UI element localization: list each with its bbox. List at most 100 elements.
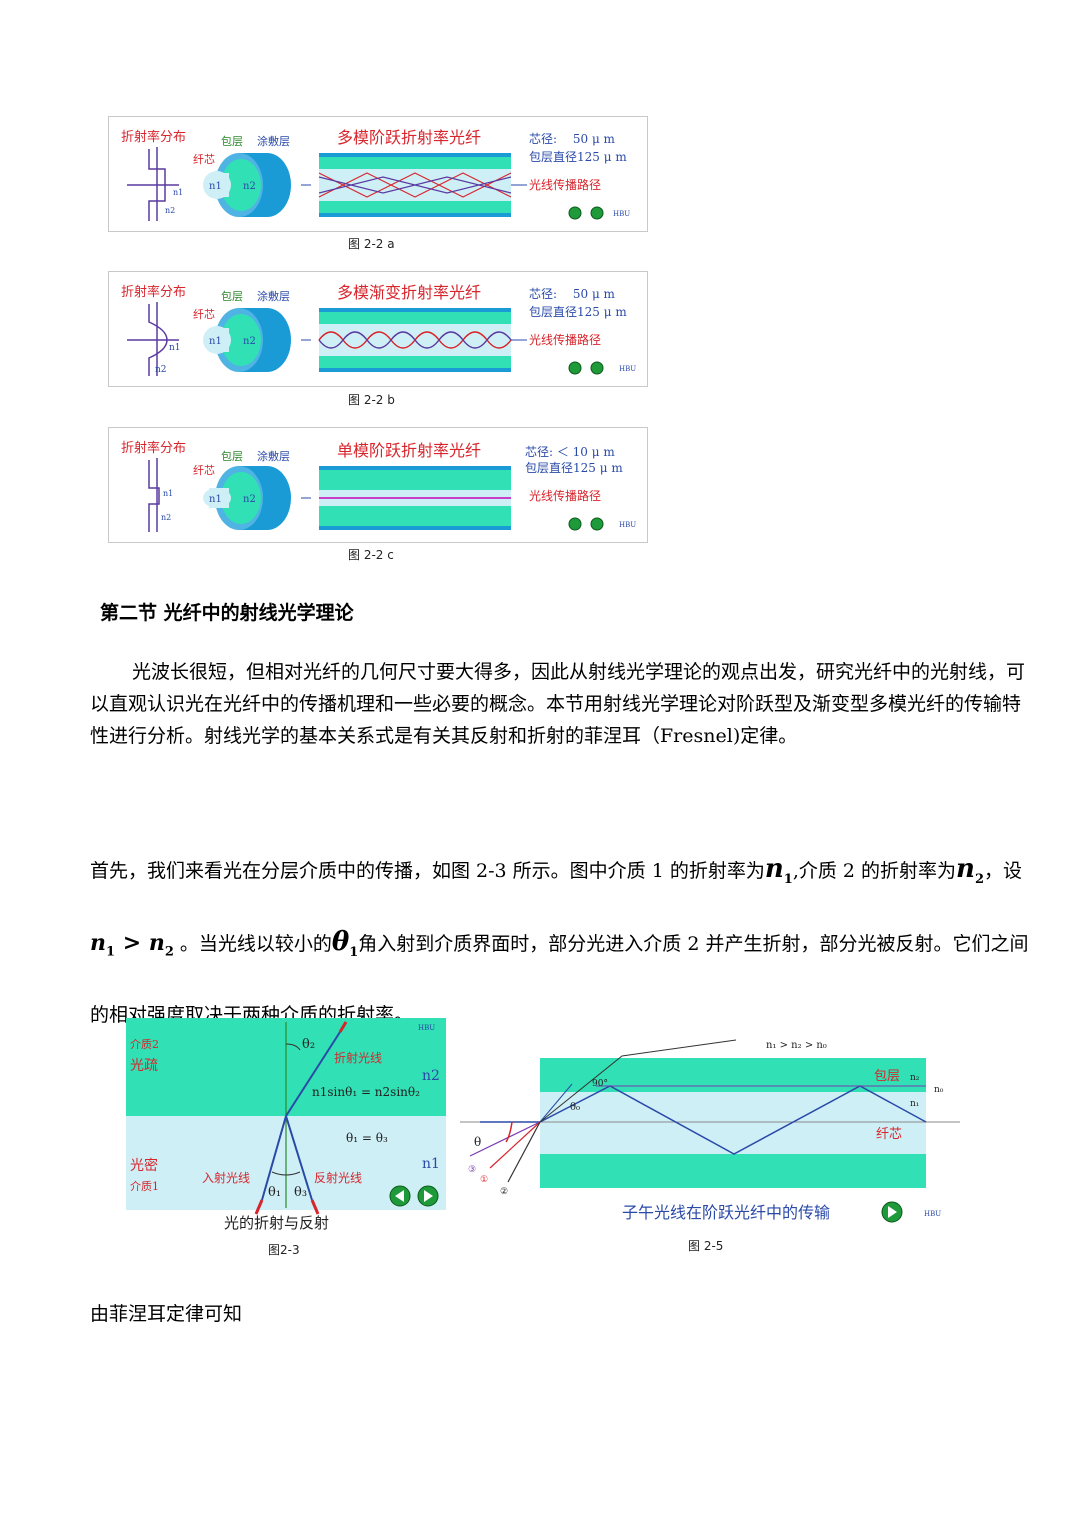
figure-caption: 图 2-2 c	[348, 548, 394, 562]
svg-text:n1: n1	[209, 181, 222, 192]
figure-2-3-graphic: HBU 介质2 光疏 光密 介质1 n2 n1 θ₂ 折射光线 n1sinθ₁ …	[126, 1018, 446, 1257]
path-label: 光线传播路径	[529, 177, 601, 192]
dense-label: 光密	[130, 1157, 158, 1174]
svg-text:θ₃: θ₃	[294, 1185, 307, 1200]
svg-text:n1: n1	[209, 336, 222, 347]
svg-text:n1: n1	[209, 494, 222, 505]
figure-caption: 图 2-2 b	[348, 393, 395, 407]
svg-text:n2: n2	[155, 365, 167, 375]
core-label: 纤芯	[876, 1127, 902, 1142]
core-label: 纤芯	[193, 463, 215, 477]
cladding-label: 包层	[221, 290, 243, 303]
svg-text:HBU: HBU	[418, 1024, 435, 1032]
coating-label: 涂敷层	[257, 449, 290, 463]
svg-text:HBU: HBU	[619, 365, 636, 373]
svg-text:HBU: HBU	[924, 1210, 941, 1218]
figure-2-3: HBU 介质2 光疏 光密 介质1 n2 n1 θ₂ 折射光线 n1sinθ₁ …	[126, 1018, 446, 1263]
math-n1: n1	[764, 854, 793, 888]
cladding-label: 包层	[221, 135, 243, 148]
svg-text:90°: 90°	[592, 1079, 608, 1089]
math-n2: n2	[956, 854, 984, 888]
cladding-diameter: 包层直径125 μ m	[525, 461, 623, 475]
next-arrow-icon	[424, 1190, 433, 1202]
svg-text:n1: n1	[173, 188, 183, 197]
figure-2-2c-graphic: 折射率分布 n1 n2 纤芯 包层 涂敷层 n1 n2 单模阶跃折射率光纤 芯径…	[121, 440, 636, 532]
prev-arrow-icon	[395, 1190, 404, 1202]
prev-button[interactable]	[568, 517, 582, 531]
cladding-diameter: 包层直径125 μ m	[529, 305, 627, 319]
figure-2-5: n₁ > n₂ > n₀ 包层 n₂ n₀ n₁ 纤芯 90° θ θ₀ ③ ①…	[460, 1026, 970, 1258]
svg-text:θ₀: θ₀	[570, 1102, 580, 1113]
svg-text:n1: n1	[169, 343, 181, 353]
coating-label: 涂敷层	[257, 289, 290, 303]
svg-text:n2: n2	[243, 336, 256, 347]
next-button[interactable]	[590, 206, 604, 220]
coating-label: 涂敷层	[257, 134, 290, 148]
math-n1-gt-n2: n1 > n2	[90, 930, 174, 960]
profile-label: 折射率分布	[121, 284, 186, 300]
figure-2-2a: 折射率分布 n1 n2 纤芯 包层 涂敷层 n1 n2 多模阶跃折射率光纤 芯径…	[108, 116, 648, 232]
final-line: 由菲涅耳定律可知	[90, 1303, 243, 1325]
figure-2-2c: 折射率分布 n1 n2 纤芯 包层 涂敷层 n1 n2 单模阶跃折射率光纤 芯径…	[108, 427, 648, 543]
figure-caption: 图 2-5	[688, 1239, 723, 1253]
medium1-label: 介质1	[130, 1180, 159, 1193]
prev-button[interactable]	[568, 361, 582, 375]
svg-text:θ: θ	[474, 1135, 481, 1149]
next-arrow-icon	[888, 1206, 897, 1218]
figure-title: 单模阶跃折射率光纤	[337, 441, 481, 460]
svg-text:θ₂: θ₂	[302, 1037, 315, 1052]
figure-2-2b: 折射率分布 n1 n2 纤芯 包层 涂敷层 n1 n2 多模渐变折射率光纤 芯径…	[108, 271, 648, 387]
figure-title: 子午光线在阶跃光纤中的传输	[622, 1203, 830, 1222]
prev-button[interactable]	[568, 206, 582, 220]
path-label: 光线传播路径	[529, 488, 601, 503]
figure-2-5-graphic: n₁ > n₂ > n₀ 包层 n₂ n₀ n₁ 纤芯 90° θ θ₀ ③ ①…	[460, 1039, 960, 1253]
svg-text:n2: n2	[243, 181, 256, 192]
core-diameter: 芯径: 50 μ m	[529, 287, 616, 301]
cladding-diameter: 包层直径125 μ m	[529, 150, 627, 164]
sparse-label: 光疏	[130, 1058, 158, 1074]
svg-text:③: ③	[468, 1165, 476, 1175]
figure-title: 多模阶跃折射率光纤	[337, 128, 481, 147]
svg-text:HBU: HBU	[613, 210, 630, 218]
svg-text:HBU: HBU	[619, 521, 636, 529]
svg-text:n₀: n₀	[934, 1085, 944, 1095]
reflection-law: θ₁ = θ₃	[346, 1131, 388, 1145]
cladding-label: 包层	[221, 450, 243, 463]
svg-text:n2: n2	[165, 206, 175, 215]
svg-text:n2: n2	[422, 1068, 440, 1084]
index-inequality: n₁ > n₂ > n₀	[766, 1040, 827, 1051]
svg-text:θ₁: θ₁	[268, 1185, 281, 1200]
reflected-label: 反射光线	[314, 1170, 362, 1185]
svg-text:n₂: n₂	[910, 1073, 920, 1083]
cladding-label: 包层	[874, 1069, 900, 1084]
snell-law: n1sinθ₁ = n2sinθ₂	[312, 1085, 420, 1099]
next-button[interactable]	[590, 361, 604, 375]
figure-caption: 图2-3	[268, 1243, 300, 1257]
svg-text:n2: n2	[161, 513, 171, 522]
svg-text:n₁: n₁	[910, 1099, 919, 1109]
paragraph-intro: 光波长很短，但相对光纤的几何尺寸要大得多，因此从射线光学理论的观点出发，研究光纤…	[90, 661, 1026, 747]
svg-text:n2: n2	[243, 494, 256, 505]
svg-text:n1: n1	[422, 1156, 440, 1172]
figure-2-2b-graphic: 折射率分布 n1 n2 纤芯 包层 涂敷层 n1 n2 多模渐变折射率光纤 芯径…	[121, 283, 636, 376]
paragraph-medium: 首先，我们来看光在分层介质中的传播，如图 2-3 所示。图中介质 1 的折射率为…	[90, 854, 1029, 1027]
profile-label: 折射率分布	[121, 440, 186, 456]
figure-title: 光的折射与反射	[224, 1214, 329, 1232]
svg-text:①: ①	[480, 1175, 488, 1185]
core-diameter: 芯径: 50 μ m	[529, 132, 616, 146]
figure-2-2a-graphic: 折射率分布 n1 n2 纤芯 包层 涂敷层 n1 n2 多模阶跃折射率光纤 芯径…	[121, 128, 630, 221]
next-button[interactable]	[590, 517, 604, 531]
section-heading: 第二节 光纤中的射线光学理论	[100, 602, 354, 624]
core-label: 纤芯	[193, 307, 215, 321]
medium2-label: 介质2	[130, 1038, 159, 1051]
incident-label: 入射光线	[202, 1170, 250, 1185]
path-label: 光线传播路径	[529, 332, 601, 347]
core-label: 纤芯	[193, 152, 215, 166]
figure-title: 多模渐变折射率光纤	[337, 283, 481, 302]
math-theta1: θ1	[331, 927, 359, 961]
profile-label: 折射率分布	[121, 129, 186, 145]
svg-text:n1: n1	[163, 489, 173, 498]
refracted-label: 折射光线	[334, 1050, 382, 1065]
svg-text:②: ②	[500, 1187, 508, 1197]
figure-caption: 图 2-2 a	[348, 237, 395, 251]
